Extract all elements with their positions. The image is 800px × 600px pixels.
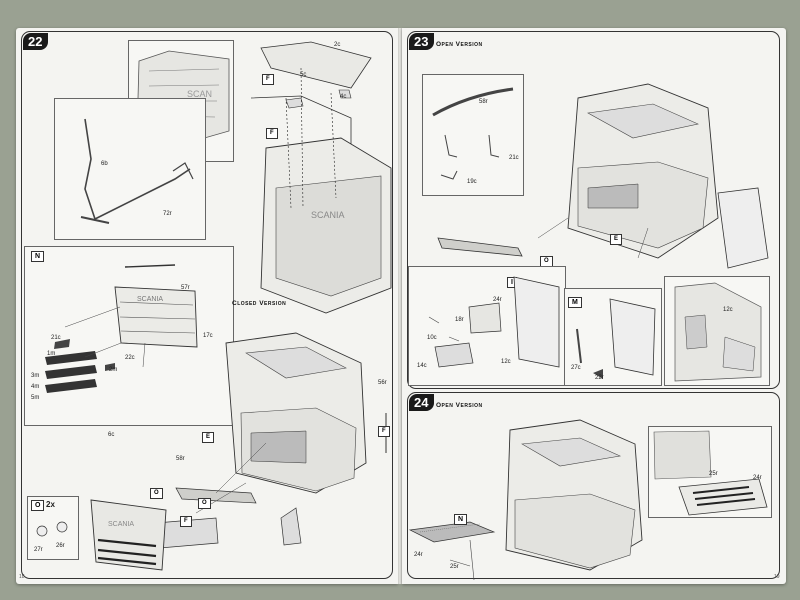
door-interior-inset: I 24r 18r 10c 14c 12c xyxy=(408,266,566,386)
booklet-spine xyxy=(398,28,402,584)
svg-text:SCAN: SCAN xyxy=(187,89,212,99)
grille-assembly-drawing: SCANIA xyxy=(45,264,198,393)
part-label-2c: 2c xyxy=(334,42,341,48)
part-label-2m: 2m xyxy=(109,367,118,373)
part-label-6b: 6b xyxy=(101,161,108,167)
part-label-4c: 4c xyxy=(340,94,347,100)
callout-f-3: F xyxy=(378,426,390,437)
door-interior-drawing xyxy=(428,276,560,368)
step-24-cab-drawing xyxy=(408,419,643,581)
roof-bar-inset: 58r 21c 19c xyxy=(422,74,524,196)
step-24-title: Open Version xyxy=(436,402,483,409)
step-22-badge: 22 xyxy=(23,33,49,50)
callout-f-2: F xyxy=(266,128,278,139)
door-mirror-inset: M 27c 22r xyxy=(564,288,662,386)
open-cab-drawing xyxy=(437,83,769,269)
step-23-frame xyxy=(407,31,780,389)
inset-tag-o: O xyxy=(31,500,45,511)
door-mirror-drawing xyxy=(576,298,656,379)
part-label-21c: 21c xyxy=(509,155,519,161)
part-label-72r: 72r xyxy=(163,211,172,217)
part-label-24r-b: 24r xyxy=(753,475,762,481)
callout-f-4: F xyxy=(180,516,192,527)
inset-tag-m: M xyxy=(568,297,582,308)
part-label-3m: 3m xyxy=(31,373,40,379)
lamp-parts-inset: O 2x 27r 26r xyxy=(27,496,79,560)
right-page: 23 Open Version 58r 21c 19c F O E xyxy=(402,28,786,584)
part-label-5c: 5c xyxy=(300,72,307,78)
front-grille-drawing: SCANIA xyxy=(90,499,167,571)
step-board-inset: 24r 25r xyxy=(648,426,772,518)
part-label-4m: 4m xyxy=(31,384,40,390)
closed-version-title: Closed Version xyxy=(232,300,287,307)
part-label-12c: 12c xyxy=(501,359,511,365)
part-label-27c: 27c xyxy=(571,365,581,371)
step-23-badge: 23 xyxy=(409,33,435,50)
callout-o-1: O xyxy=(150,488,163,499)
step-24-frame xyxy=(407,392,780,579)
cab-upper-assembly-drawing: SCANIA xyxy=(250,41,392,314)
step-22-frame xyxy=(21,31,393,579)
callout-e-23: E xyxy=(610,234,623,245)
part-label-25r: 25r xyxy=(450,564,459,570)
cab-side-detail-inset: 12c xyxy=(664,276,770,386)
cab-side-detail-drawing xyxy=(674,282,762,382)
step-board-drawing xyxy=(653,430,768,516)
part-label-24r: 24r xyxy=(414,552,423,558)
inset-tag-n-24: N xyxy=(454,514,468,525)
part-label-1m: 1m xyxy=(47,351,56,357)
lamp-parts-drawing xyxy=(36,521,68,537)
part-label-14c: 14c xyxy=(417,363,427,369)
o-quantity-label: 2x xyxy=(46,500,55,509)
left-page-number: 18 xyxy=(19,574,25,580)
step-23-title: Open Version xyxy=(436,41,483,48)
left-page: 22 SCAN 8c 6b 72r xyxy=(16,28,398,584)
part-label-58r: 58r xyxy=(479,99,488,105)
part-label-27r: 27r xyxy=(34,547,43,553)
part-label-25r-b: 25r xyxy=(709,471,718,477)
callout-f-1: F xyxy=(262,74,274,85)
part-label-10c: 10c xyxy=(427,335,437,341)
part-label-19c: 19c xyxy=(467,179,477,185)
closed-cab-drawing xyxy=(155,332,387,549)
part-label-22c: 22c xyxy=(125,355,135,361)
part-label-21c: 21c xyxy=(51,335,61,341)
mirror-arm-inset: 6b 72r xyxy=(54,98,206,240)
mirror-arm-drawing xyxy=(80,118,194,224)
part-label-58r: 58r xyxy=(176,456,185,462)
part-label-24r: 24r xyxy=(493,297,502,303)
part-label-57r: 57r xyxy=(181,285,190,291)
step-24-badge: 24 xyxy=(409,394,435,411)
part-label-6c: 6c xyxy=(108,432,115,438)
roof-bar-drawing xyxy=(432,87,514,180)
part-label-26r: 26r xyxy=(56,543,65,549)
svg-text:SCANIA: SCANIA xyxy=(311,210,345,220)
inset-tag-n: N xyxy=(31,251,45,262)
part-label-56r: 56r xyxy=(378,380,387,386)
svg-text:SCANIA: SCANIA xyxy=(137,296,163,303)
callout-o-2: O xyxy=(198,498,211,509)
grille-assembly-inset: N SCANIA 57r 21c 17c 1m 22c 3m 2m 4m 5m xyxy=(24,246,234,426)
part-label-18r: 18r xyxy=(455,317,464,323)
svg-text:SCANIA: SCANIA xyxy=(108,521,134,528)
callout-e: E xyxy=(202,432,215,443)
part-label-22r: 22r xyxy=(595,375,604,381)
right-page-number: 19 xyxy=(774,574,780,580)
part-label-17c: 17c xyxy=(203,333,213,339)
part-label-5m: 5m xyxy=(31,395,40,401)
part-label-12c-b: 12c xyxy=(723,307,733,313)
